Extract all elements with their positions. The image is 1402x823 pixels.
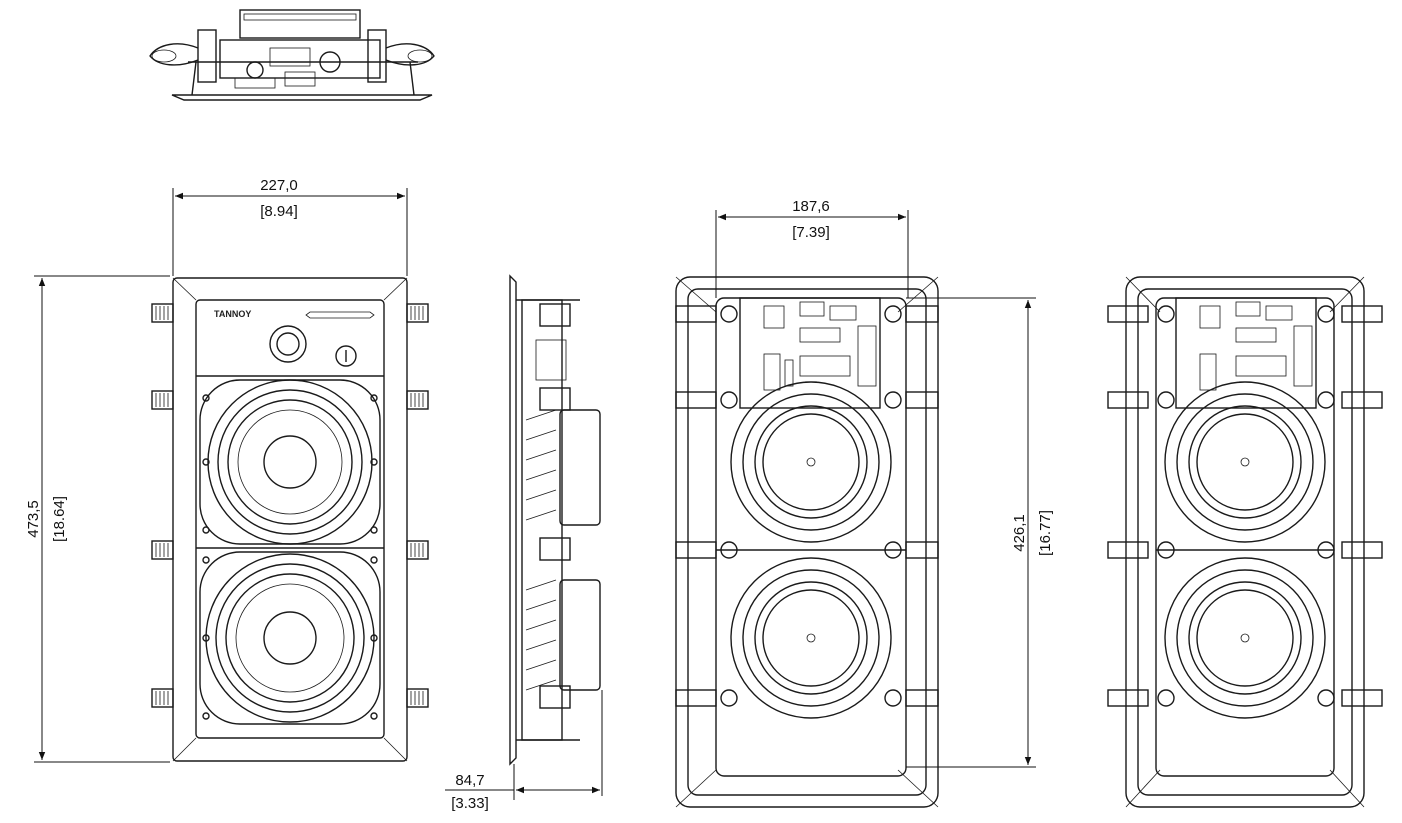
side-view bbox=[509, 274, 601, 766]
front-width-inch: [8.94] bbox=[260, 203, 298, 220]
plain-upper-driver bbox=[1164, 381, 1326, 543]
dimension-front-height: 473,5 [18.64] bbox=[25, 275, 170, 763]
cutout-width-inch: [7.39] bbox=[792, 224, 830, 241]
front-clamps bbox=[151, 303, 429, 708]
dimension-cutout-height: 426,1 [16.77] bbox=[906, 297, 1054, 768]
front-view: TANNOY bbox=[151, 277, 429, 762]
front-width-mm: 227,0 bbox=[260, 177, 298, 194]
plain-clamps bbox=[1107, 305, 1383, 707]
cutout-height-inch: [16.77] bbox=[1037, 510, 1054, 556]
front-height-mm: 473,5 bbox=[25, 500, 42, 538]
dimension-cutout-width: 187,6 [7.39] bbox=[715, 198, 909, 298]
rear-lower-driver bbox=[730, 557, 892, 719]
rear-view-plain bbox=[1107, 276, 1383, 808]
brand-logo: TANNOY bbox=[214, 309, 251, 319]
top-view bbox=[149, 9, 435, 101]
front-lower-woofer bbox=[199, 551, 381, 725]
rear-upper-driver bbox=[730, 381, 892, 543]
dimension-depth: 84,7 [3.33] bbox=[445, 690, 603, 812]
cutout-width-mm: 187,6 bbox=[792, 198, 830, 215]
plain-lower-driver bbox=[1164, 557, 1326, 719]
depth-inch: [3.33] bbox=[451, 795, 489, 812]
front-upper-woofer bbox=[199, 379, 381, 545]
front-height-inch: [18.64] bbox=[51, 496, 68, 542]
depth-mm: 84,7 bbox=[455, 772, 484, 789]
dimension-front-width: 227,0 [8.94] bbox=[172, 177, 408, 276]
rear-view-dimensioned bbox=[675, 276, 939, 808]
rear-clamps bbox=[675, 305, 939, 707]
cutout-height-mm: 426,1 bbox=[1011, 514, 1028, 552]
